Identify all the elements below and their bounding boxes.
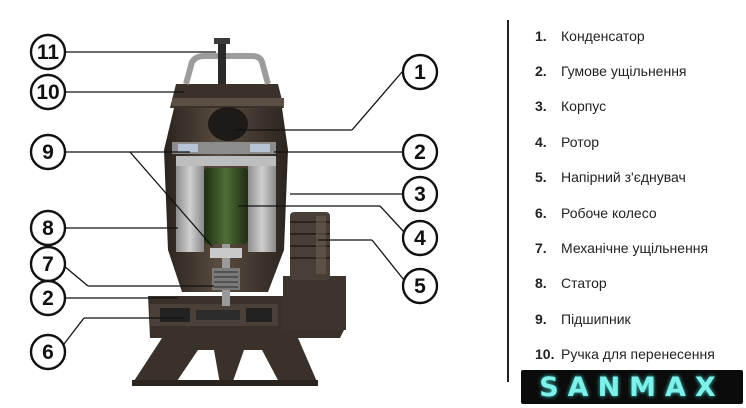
carry-handle xyxy=(183,38,271,85)
leader-lines xyxy=(58,51,405,345)
legend-item: 9. Підшипник xyxy=(535,301,745,336)
callout-6: 6 xyxy=(29,333,67,371)
callout-label: 7 xyxy=(42,253,54,276)
callout-label: 6 xyxy=(42,341,54,364)
legend-item: 5. Напірний з'єднувач xyxy=(535,160,745,195)
callout-label: 3 xyxy=(414,183,426,206)
legend-divider xyxy=(507,20,509,382)
legend-number: 5. xyxy=(535,169,547,186)
legend-label: Механічне ущільнення xyxy=(561,240,709,257)
legend-item: 1. Конденсатор xyxy=(535,18,745,53)
callout-11: 11 xyxy=(29,33,67,71)
callout-label: 5 xyxy=(414,275,426,298)
brand-logo: SANMAX xyxy=(521,370,743,404)
legend-number: 6. xyxy=(535,204,547,221)
legend-label: Статор xyxy=(561,275,607,292)
legend-number: 9. xyxy=(535,310,547,327)
callout-2-upper: 2 xyxy=(401,133,439,171)
callout-10: 10 xyxy=(29,73,67,111)
callout-label: 2 xyxy=(414,141,426,164)
legend-item: 10. Ручка для перенесення xyxy=(535,337,745,372)
legend-item: 6. Робоче колесо xyxy=(535,195,745,230)
discharge-connector xyxy=(283,212,346,330)
legend-label: Ручка для перенесення xyxy=(561,346,715,363)
callout-label: 11 xyxy=(37,41,60,64)
legend-item: 3. Корпус xyxy=(535,89,745,124)
legend-number: 8. xyxy=(535,275,547,292)
pump-base xyxy=(132,338,318,386)
legend-label: Ротор xyxy=(561,133,600,150)
legend-item: 8. Статор xyxy=(535,266,745,301)
rotor xyxy=(204,168,248,244)
callout-label: 1 xyxy=(414,61,426,84)
legend-number: 10. xyxy=(535,346,555,363)
legend-item: 7. Механічне ущільнення xyxy=(535,230,745,265)
callout-label: 9 xyxy=(42,141,54,164)
legend-label: Робоче колесо xyxy=(561,204,657,221)
capacitor xyxy=(208,107,248,141)
legend-label: Підшипник xyxy=(561,310,631,327)
legend-item: 4. Ротор xyxy=(535,124,745,159)
legend-number: 4. xyxy=(535,133,547,150)
legend-label: Корпус xyxy=(561,98,607,115)
legend-label: Конденсатор xyxy=(561,27,645,44)
stator xyxy=(176,156,276,252)
callout-5: 5 xyxy=(401,267,439,305)
callout-2-lower: 2 xyxy=(29,279,67,317)
legend-number: 2. xyxy=(535,63,547,80)
rubber-seal-top xyxy=(172,142,276,154)
shaft-assembly xyxy=(210,244,242,306)
parts-legend: 1. Конденсатор 2. Гумове ущільнення 3. К… xyxy=(535,18,745,372)
legend-item: 2. Гумове ущільнення xyxy=(535,53,745,88)
callout-8: 8 xyxy=(29,209,67,247)
callout-4: 4 xyxy=(401,219,439,257)
legend-label: Гумове ущільнення xyxy=(561,63,687,80)
callout-7: 7 xyxy=(29,245,67,283)
callout-3: 3 xyxy=(401,175,439,213)
legend-number: 1. xyxy=(535,27,547,44)
pump-cross-section-diagram: 11 10 1 9 2 3 8 4 7 5 2 6 xyxy=(29,33,439,386)
callout-label: 4 xyxy=(414,227,426,250)
callout-label: 10 xyxy=(36,81,59,104)
legend-label: Напірний з'єднувач xyxy=(561,169,686,186)
callout-label: 8 xyxy=(42,217,54,240)
callout-9: 9 xyxy=(29,133,67,171)
legend-number: 3. xyxy=(535,98,547,115)
callout-label: 2 xyxy=(42,287,54,310)
callout-1: 1 xyxy=(401,53,439,91)
legend-number: 7. xyxy=(535,240,547,257)
